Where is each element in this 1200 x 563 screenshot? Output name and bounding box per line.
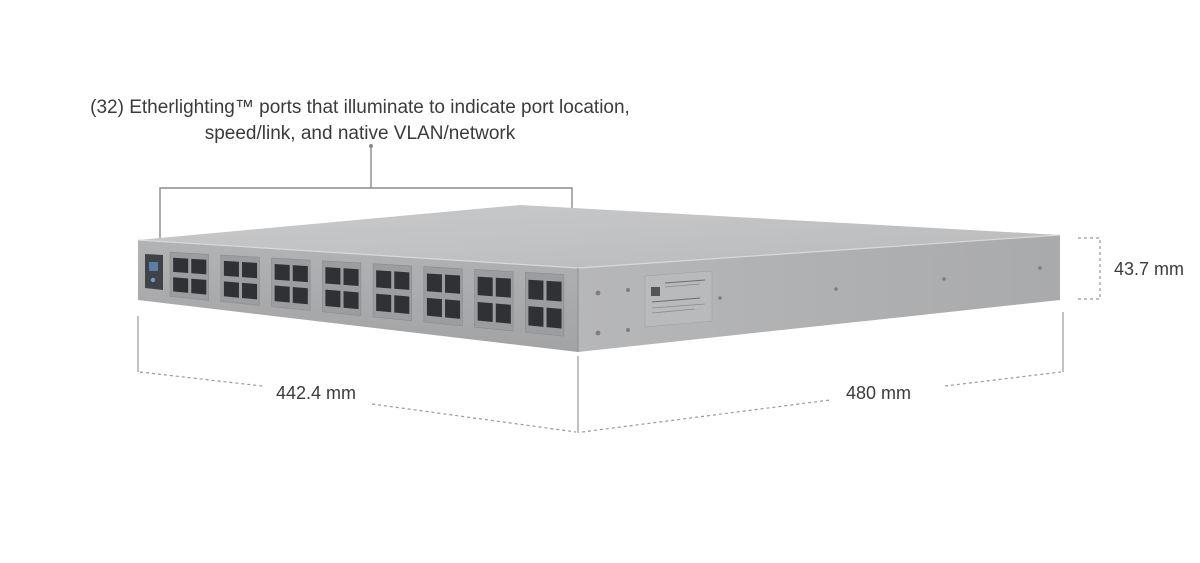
port-group — [474, 269, 514, 332]
sfp-port — [445, 274, 461, 294]
sfp-port — [376, 270, 392, 289]
sfp-port — [394, 295, 410, 314]
sfp-port — [325, 267, 341, 285]
sfp-port — [292, 286, 308, 305]
sfp-port — [191, 258, 207, 275]
port-group — [322, 260, 362, 317]
sfp-port — [292, 265, 308, 283]
sfp-port — [528, 306, 544, 327]
port-group — [423, 266, 463, 327]
sfp-port — [173, 257, 189, 274]
port-annotation: (32) Etherlighting™ ports that illuminat… — [40, 95, 680, 147]
height-dimension-line — [1078, 237, 1101, 300]
sfp-port — [394, 271, 410, 290]
sfp-port — [343, 268, 359, 287]
sfp-port — [495, 303, 511, 324]
sfp-port — [495, 277, 511, 298]
sfp-port — [445, 299, 461, 319]
sfp-port — [325, 289, 341, 308]
width-dimension-label: 442.4 mm — [272, 383, 361, 404]
sfp-port — [223, 260, 239, 277]
annotation-line-2: speed/link, and native VLAN/network — [204, 123, 516, 144]
console-module — [145, 254, 163, 290]
port-group — [220, 254, 260, 306]
annotation-line-1: (32) Etherlighting™ ports that illuminat… — [90, 97, 630, 118]
sfp-port — [426, 297, 442, 318]
depth-dimension-line — [581, 312, 1064, 433]
sfp-port — [477, 302, 493, 322]
sfp-port — [546, 280, 562, 302]
height-dimension-label: 43.7 mm — [1110, 259, 1189, 280]
sfp-port — [528, 279, 544, 301]
port-group — [372, 263, 412, 322]
side-screws — [595, 266, 1042, 336]
port-group — [271, 257, 311, 311]
port-group — [169, 251, 209, 301]
switch-top — [138, 205, 1060, 268]
sfp-port — [343, 291, 359, 310]
device-label-sticker — [644, 270, 713, 328]
switch-side-panel — [578, 235, 1060, 352]
sfp-port — [242, 261, 258, 279]
sfp-port — [376, 293, 392, 313]
width-dimension-line — [137, 316, 579, 433]
sfp-port — [191, 278, 207, 295]
sfp-port — [242, 282, 258, 300]
depth-dimension-label: 480 mm — [842, 383, 916, 404]
sfp-port — [223, 281, 239, 298]
etherlighting-port-groups — [169, 251, 565, 337]
sfp-port — [546, 307, 562, 329]
sfp-port — [274, 264, 290, 281]
sfp-port — [477, 276, 493, 297]
sfp-port — [173, 277, 189, 293]
sfp-port — [426, 273, 442, 293]
port-group — [525, 272, 565, 337]
network-switch — [137, 205, 1061, 352]
sfp-port — [274, 285, 290, 303]
